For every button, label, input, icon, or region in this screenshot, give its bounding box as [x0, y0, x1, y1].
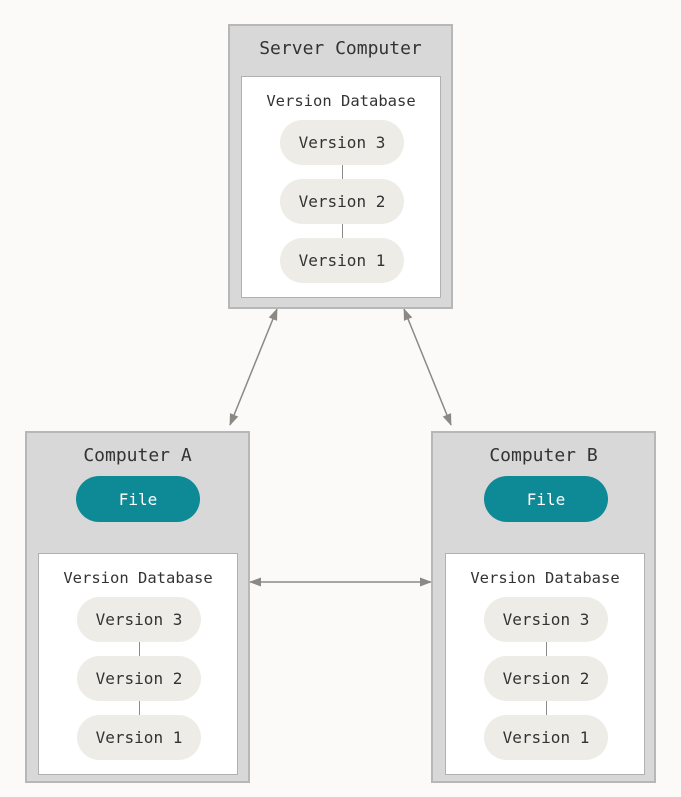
computer-a-file: File [76, 476, 200, 522]
computer-a-title: Computer A [83, 445, 192, 466]
computer-b-version-1: Version 1 [484, 715, 608, 760]
server-database-title: Version Database [266, 92, 416, 110]
server-computer-title: Server Computer [259, 38, 422, 59]
computer-b-version-2: Version 2 [484, 656, 608, 701]
server-version-3: Version 3 [280, 120, 404, 165]
computer-a-database-title: Version Database [63, 569, 213, 587]
computer-b-database-title: Version Database [470, 569, 620, 587]
computer-a-version-database: Version Database Version 3 Version 2 Ver… [38, 553, 238, 775]
computer-b-title: Computer B [489, 445, 598, 466]
computer-b-version-3: Version 3 [484, 597, 608, 642]
computer-b-version-database: Version Database Version 3 Version 2 Ver… [445, 553, 645, 775]
computer-a-version-3: Version 3 [77, 597, 201, 642]
computer-b: Computer B File Version Database Version… [431, 431, 656, 783]
computer-a-version-2: Version 2 [77, 656, 201, 701]
computer-a-version-1: Version 1 [77, 715, 201, 760]
arrow-server-computer-a [229, 308, 278, 426]
arrow-server-computer-b [403, 308, 452, 426]
server-version-2: Version 2 [280, 179, 404, 224]
computer-a: Computer A File Version Database Version… [25, 431, 250, 783]
server-version-database: Version Database Version 3 Version 2 Ver… [241, 76, 441, 298]
server-computer: Server Computer Version Database Version… [228, 24, 453, 309]
computer-b-file: File [484, 476, 608, 522]
server-version-1: Version 1 [280, 238, 404, 283]
